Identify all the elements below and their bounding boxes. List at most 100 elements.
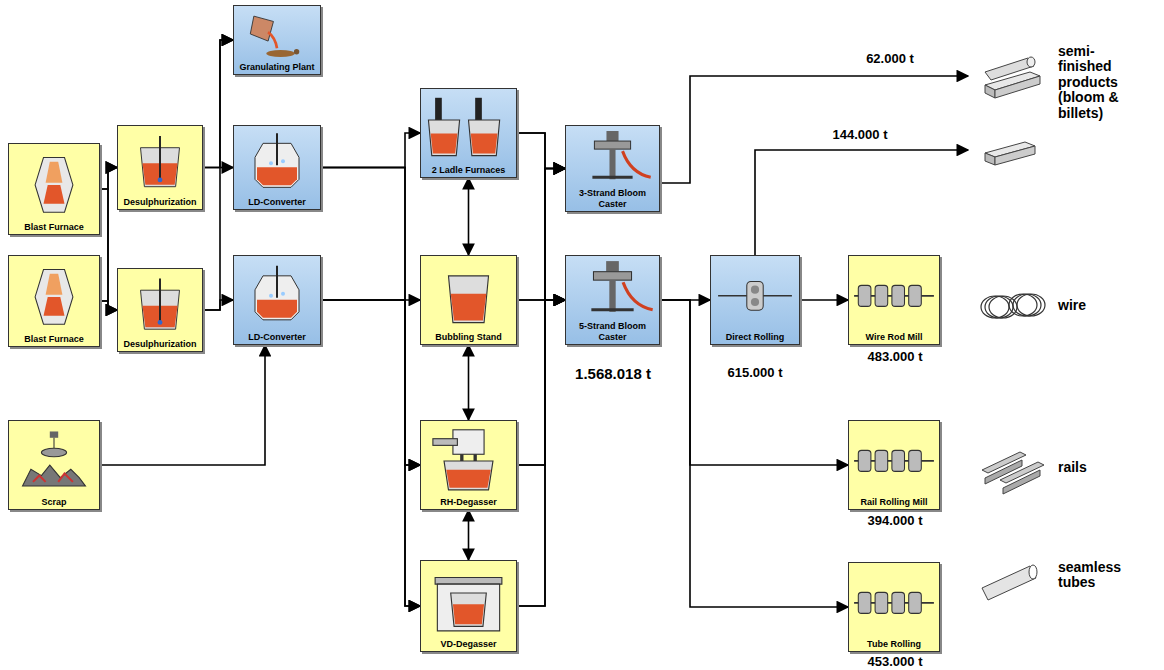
box-texts: Desulphurization (120, 339, 200, 349)
flow-label: 62.000 t (845, 52, 935, 66)
box-label: Blast Furnace (11, 222, 97, 232)
process-box: 3-Strand Bloom Caster (565, 125, 660, 212)
box-texts: VD-Degasser (423, 639, 514, 649)
flow-connector (100, 345, 265, 465)
flow-connector (468, 345, 470, 420)
equipment-icon (852, 566, 936, 638)
equipment-icon (12, 147, 96, 221)
equipment-icon (237, 9, 317, 61)
box-texts: Scrap (11, 497, 97, 507)
flow-connector (100, 168, 117, 302)
box-texts: Bubbling Stand (423, 332, 514, 342)
box-label: LD-Converter (236, 197, 318, 207)
box-texts: Direct Rolling (713, 332, 797, 342)
flow-connector (203, 300, 233, 310)
equipment-icon (424, 424, 513, 496)
box-label: Bubbling Stand (423, 332, 514, 342)
box-texts: Granulating Plant (236, 62, 318, 72)
flow-label: 144.000 t (815, 128, 905, 142)
flow-connector (517, 300, 565, 465)
box-texts: 3-Strand Bloom Caster (568, 188, 657, 209)
wire-coil-icon (981, 294, 1045, 318)
box-label: 5-Strand Bloom Caster (568, 321, 657, 342)
flow-label: 453.000 t (845, 655, 945, 669)
product-flow-lines (660, 76, 968, 255)
process-box: 2 Ladle Furnaces (420, 88, 517, 178)
box-label: Scrap (11, 497, 97, 507)
process-box: Desulphurization (117, 125, 203, 210)
flow-connector (660, 300, 848, 607)
flow-connector (517, 133, 565, 169)
process-box: Tube Rolling (848, 562, 940, 652)
box-texts: 2 Ladle Furnaces (423, 165, 514, 175)
box-label: Desulphurization (120, 197, 200, 207)
flow-connector (468, 178, 470, 255)
box-texts: LD-Converter (236, 197, 318, 207)
box-label: Granulating Plant (236, 62, 318, 72)
equipment-icon (714, 259, 796, 331)
equipment-icon (569, 129, 656, 187)
equipment-icon (852, 424, 936, 496)
flow-connector (517, 169, 565, 466)
flow-label: 394.000 t (845, 514, 945, 528)
box-texts: RH-Degasser (423, 497, 514, 507)
equipment-icon (424, 92, 513, 164)
process-box: Direct Rolling (710, 255, 800, 345)
process-box: Bubbling Stand (420, 255, 517, 345)
box-texts: LD-Converter (236, 332, 318, 342)
box-label: 2 Ladle Furnaces (423, 165, 514, 175)
flow-connector (800, 299, 848, 301)
box-texts: Desulphurization (120, 197, 200, 207)
process-box: Desulphurization (117, 268, 203, 352)
process-box: VD-Degasser (420, 560, 517, 652)
box-label: Rail Rolling Mill (851, 497, 937, 507)
equipment-icon (121, 272, 199, 338)
rails-icon (982, 452, 1044, 494)
seamless-tube-icon (982, 565, 1037, 600)
process-box: Blast Furnace (8, 143, 100, 235)
flow-label: seamless tubes (1058, 560, 1150, 591)
equipment-icon (424, 259, 513, 331)
flow-connector (321, 300, 420, 606)
process-box: LD-Converter (233, 255, 321, 345)
flow-label: semi-finished products (bloom & billets) (1058, 44, 1142, 121)
semi-finished-icon (985, 57, 1040, 165)
equipment-icon (237, 259, 317, 331)
flow-connector (517, 133, 565, 300)
equipment-icon (12, 259, 96, 333)
box-texts: Tube Rolling (851, 639, 937, 649)
process-box: Scrap (8, 420, 100, 510)
process-box: Granulating Plant (233, 5, 321, 75)
flow-connector (517, 169, 565, 607)
equipment-icon (237, 129, 317, 196)
flow-connector (468, 510, 470, 560)
box-label: LD-Converter (236, 332, 318, 342)
flow-label: wire (1058, 298, 1148, 313)
box-label: Wire Rod Mill (851, 332, 937, 342)
box-texts: Blast Furnace (11, 334, 97, 344)
equipment-icon (852, 259, 936, 331)
box-texts: Rail Rolling Mill (851, 497, 937, 507)
process-box: Blast Furnace (8, 255, 100, 347)
box-label: 3-Strand Bloom Caster (568, 188, 657, 209)
process-box: LD-Converter (233, 125, 321, 210)
flow-connector (100, 301, 117, 310)
equipment-icon (569, 259, 656, 320)
box-label: Blast Furnace (11, 334, 97, 344)
box-label: RH-Degasser (423, 497, 514, 507)
equipment-icon (424, 564, 513, 638)
box-label: VD-Degasser (423, 639, 514, 649)
process-box: Rail Rolling Mill (848, 420, 940, 510)
flow-connector (203, 40, 233, 168)
flow-label: 483.000 t (845, 350, 945, 364)
box-label: Direct Rolling (713, 332, 797, 342)
box-texts: Wire Rod Mill (851, 332, 937, 342)
flow-connector (203, 40, 233, 310)
flow-connector (321, 168, 420, 607)
box-label: Tube Rolling (851, 639, 937, 649)
flow-label: rails (1058, 460, 1148, 475)
equipment-icon (12, 424, 96, 496)
process-box: Wire Rod Mill (848, 255, 940, 345)
equipment-icon (121, 129, 199, 196)
